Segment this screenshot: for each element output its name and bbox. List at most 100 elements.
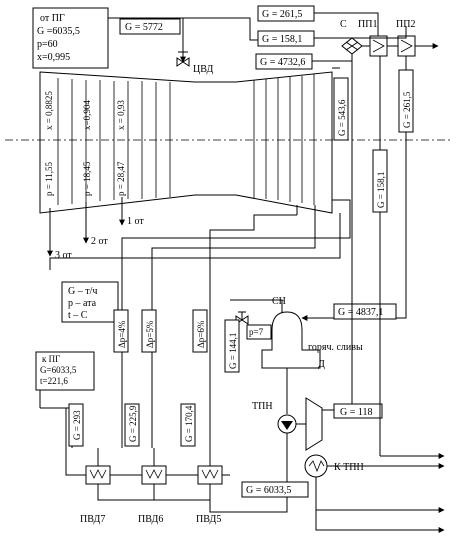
deaerator-label: Д xyxy=(318,359,325,370)
pump-condenser-label: К ТПН xyxy=(334,462,364,473)
pump-turbine xyxy=(305,397,323,451)
hp-heater-5-coil xyxy=(201,469,219,479)
pump-turbine-steam xyxy=(322,248,353,411)
sn-line xyxy=(230,299,283,316)
flow-2259: G = 225,9 xyxy=(128,405,138,442)
hp-heater-6 xyxy=(141,465,167,485)
main-steam-line xyxy=(108,17,186,63)
deaerator-vessel xyxy=(261,311,321,369)
pp1-heating-line xyxy=(314,12,379,36)
heater-drain-cascade xyxy=(97,484,211,501)
dp5-box xyxy=(192,309,208,353)
hp-heater-5 xyxy=(197,465,223,485)
extraction-2-pressure: p = 18,45 xyxy=(82,161,92,196)
hp-heater-7 xyxy=(85,465,111,485)
separator-cross xyxy=(345,41,359,51)
valve-stem xyxy=(178,51,188,62)
sn-label: СН xyxy=(272,296,286,307)
extraction-3-pressure: p = 28,47 xyxy=(116,161,126,196)
p7-box xyxy=(246,324,272,340)
to-steam-generator-block: к ПГ G=6033,5 t=221,6 xyxy=(35,351,95,391)
legend-pressure-unit: p – ата xyxy=(68,298,97,309)
pp2-heating-line xyxy=(314,26,407,39)
turbine-blades xyxy=(57,74,315,205)
to-pg-temp: t=221,6 xyxy=(40,376,68,386)
from-pg-title: от ПГ xyxy=(40,13,65,24)
flow-293: G = 293 xyxy=(72,410,82,440)
flow-2259-box xyxy=(124,403,140,447)
reheater-2-coil xyxy=(400,39,413,53)
hp-heater-7-coil xyxy=(89,469,107,479)
heater-steam-inlets xyxy=(97,448,211,466)
flow-1581-top: G = 158,1 xyxy=(262,34,302,45)
flow-47326: G = 4732,6 xyxy=(260,57,305,68)
from-pg-quality: x=0,995 xyxy=(37,52,70,63)
flow-48371: G = 4837,1 xyxy=(338,307,383,318)
reheater-2-label: ПП2 xyxy=(396,19,415,30)
hp-heater-6-coil xyxy=(145,469,163,479)
flow-1441: G = 144,1 xyxy=(228,333,238,369)
from-pg-flow: G =6035,5 xyxy=(37,26,80,37)
flow-1704-box xyxy=(180,403,196,447)
feedwater-from-pump xyxy=(209,433,288,513)
flow-293-box xyxy=(68,403,84,447)
legend-flow-unit: G – т/ч xyxy=(68,286,97,297)
main-valve-icon xyxy=(176,57,190,67)
outlet-arrow-3 xyxy=(315,477,445,513)
flow-4732-line xyxy=(312,54,353,62)
feed-pump-arrow xyxy=(281,421,293,430)
extraction-1-pressure: p = 11,55 xyxy=(44,162,54,196)
to-pg-title: к ПГ xyxy=(42,354,60,364)
extraction-3-return xyxy=(49,213,341,270)
outlet-arrow-4 xyxy=(315,510,445,533)
flow-60335-bottom-box xyxy=(241,481,309,498)
flow-5772-box xyxy=(119,18,181,35)
pg-feed-line xyxy=(40,407,73,448)
flow-5436-box xyxy=(333,77,349,141)
flow-2615-side: G = 261,5 xyxy=(402,91,412,128)
exhaust-line-2 xyxy=(121,199,351,448)
hp-heater-7-label: ПВД7 xyxy=(80,514,105,525)
flow-1581-side-box xyxy=(372,149,388,213)
flow-2615-side-box xyxy=(398,69,414,133)
hp-heater-5-label: ПВД5 xyxy=(196,514,221,525)
extraction-1-quality: x = 0,8825 xyxy=(44,91,54,130)
extraction-1-label: 1 от xyxy=(127,216,144,227)
flow-1441-box xyxy=(224,319,240,373)
dp7-value: Δp=4% xyxy=(117,320,127,348)
flow-5436: G = 543,6 xyxy=(337,99,347,136)
to-pg-flow: G=6033,5 xyxy=(40,365,77,375)
extraction-2-label: 2 от xyxy=(91,236,108,247)
cvd-label: ЦВД xyxy=(193,64,214,75)
dp6-box xyxy=(141,309,157,353)
extraction-3-quality: x = 0,93 xyxy=(116,100,126,130)
reheater-1-label: ПП1 xyxy=(358,19,377,30)
separator-label: С xyxy=(340,19,347,30)
flow-118: G = 118 xyxy=(340,407,373,418)
pump-condenser-coil xyxy=(308,460,325,473)
dp5-value: Δp=6% xyxy=(196,320,206,348)
hot-drains-label: горяч. сливы xyxy=(308,342,363,353)
dp6-value: Δp=5% xyxy=(145,320,155,348)
flow-1704: G = 170,4 xyxy=(184,405,194,442)
flow-60335-bottom: G = 6033,5 xyxy=(246,485,291,496)
deaerator-valve-stem xyxy=(238,311,246,320)
to-pg-line xyxy=(39,390,96,476)
hp-turbine-casing xyxy=(39,71,333,214)
units-legend: G – т/ч p – ата t – C xyxy=(61,281,119,323)
exhaust-line-1 xyxy=(209,205,298,448)
flow-1581-side: G = 158,1 xyxy=(376,172,386,208)
reheater-1-coil xyxy=(372,39,385,53)
flow-5772: G = 5772 xyxy=(125,22,163,33)
legend-temp-unit: t – C xyxy=(68,310,88,321)
flow-2615-top: G = 261,5 xyxy=(262,9,302,20)
hp-heater-6-label: ПВД6 xyxy=(138,514,163,525)
p7-value: p=7 xyxy=(249,327,264,337)
extraction-2-quality: x=0,904 xyxy=(82,100,92,130)
from-steam-generator-block: от ПГ G =6035,5 p=60 x=0,995 xyxy=(32,7,109,69)
flow-118-box xyxy=(333,403,383,419)
dp7-box xyxy=(113,309,129,353)
feed-pump-label: ТПН xyxy=(252,401,273,412)
extraction-3-label: 3 от xyxy=(55,250,72,261)
